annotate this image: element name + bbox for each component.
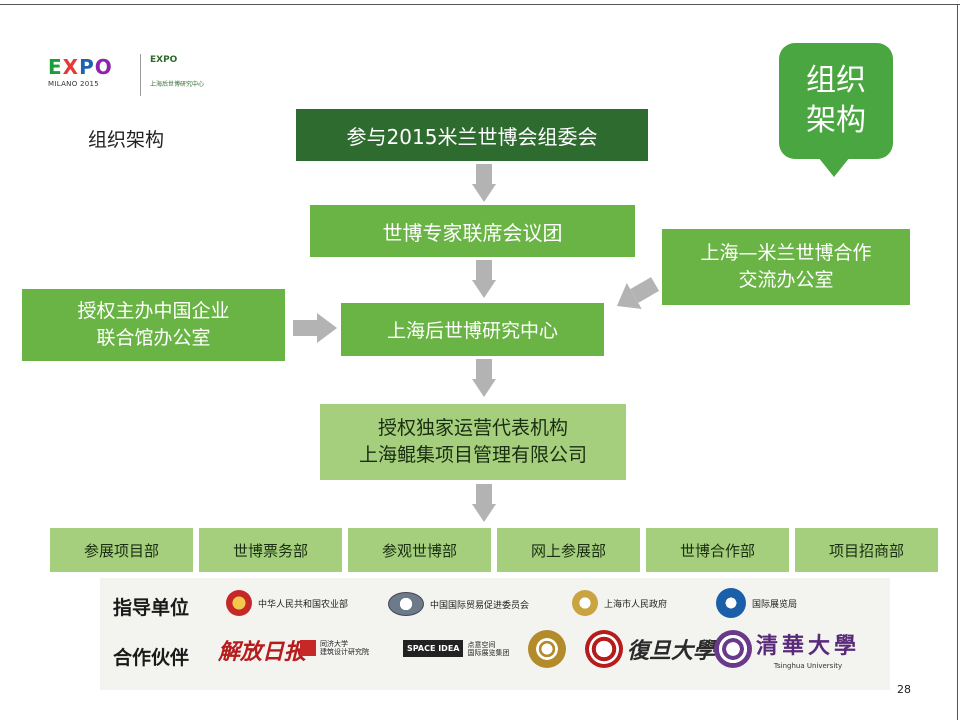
ccpit-emblem-icon — [388, 592, 424, 616]
arrow-diagonal — [609, 271, 662, 319]
org-bie: 国际展览局 — [716, 588, 797, 618]
arrow-down-3 — [472, 359, 496, 397]
arrow-down-2 — [472, 260, 496, 298]
partner-jiefang: 解放日报 — [218, 634, 306, 666]
dept-visiting: 参观世博部 — [348, 528, 491, 572]
box-china-pavilion-office: 授权主办中国企业 联合馆办公室 — [22, 289, 285, 361]
university-seal-icon — [528, 630, 566, 668]
expo-letter-o: O — [94, 55, 112, 79]
tsinghua-sub-text: Tsinghua University — [773, 662, 843, 670]
box-research-center: 上海后世博研究中心 — [341, 303, 604, 356]
partner-tongji: 同济大学 建筑设计研究院 — [300, 640, 369, 656]
org-bie-name: 国际展览局 — [752, 599, 798, 610]
department-row: 参展项目部 世博票务部 参观世博部 网上参展部 世博合作部 项目招商部 — [50, 528, 938, 572]
guidance-label: 指导单位 — [113, 597, 190, 619]
expo-milano-caption: MILANO 2015 — [48, 80, 100, 88]
jiefang-logo-text: 解放日报 — [218, 639, 307, 665]
tsinghua-logo-text: 清華大學 — [756, 633, 861, 659]
dept-online: 网上参展部 — [497, 528, 640, 572]
org-agriculture: 中华人民共和国农业部 — [226, 590, 348, 616]
space-idea-sub-text: 点意空间 国际展览集团 — [467, 640, 510, 657]
dept-ticketing: 世博票务部 — [199, 528, 342, 572]
space-idea-logo-text: SPACE IDEA — [403, 640, 464, 657]
expo-letter-p: P — [79, 55, 94, 79]
dept-investment: 项目招商部 — [795, 528, 938, 572]
org-shanghai-gov: 上海市人民政府 — [572, 590, 667, 616]
org-shanghai-gov-name: 上海市人民政府 — [604, 599, 668, 610]
partner-fudan: 復旦大學 — [585, 630, 715, 668]
arrow-down-4 — [472, 484, 496, 522]
page-number: 28 — [897, 683, 911, 696]
expo-letter-x: X — [62, 55, 79, 79]
dept-exhibition: 参展项目部 — [50, 528, 193, 572]
bie-emblem-icon — [716, 588, 746, 618]
expo-milano-logo: E X P O MILANO 2015 — [48, 56, 128, 96]
box-operator: 授权独家运营代表机构 上海鲲集项目管理有限公司 — [320, 404, 626, 480]
section-badge-tail — [818, 157, 850, 177]
frame-top-line — [0, 4, 960, 5]
frame-right-line — [957, 4, 958, 720]
partner-seal-gold — [528, 630, 566, 668]
fudan-logo-text: 復旦大學 — [627, 638, 716, 664]
arrow-down-1 — [472, 164, 496, 202]
page-heading: 组织架构 — [88, 129, 165, 151]
expo-letter-e: E — [48, 55, 62, 79]
tongji-logo-icon — [300, 640, 316, 656]
org-ccpit: 中国国际贸易促进委员会 — [388, 592, 529, 616]
partner-space-idea: SPACE IDEA 点意空间 国际展览集团 — [403, 640, 509, 657]
post-expo-caption: 上海后世博研究中心 — [150, 81, 205, 88]
national-emblem-icon — [226, 590, 252, 616]
logo-divider — [140, 54, 141, 96]
tongji-logo-text: 同济大学 建筑设计研究院 — [320, 640, 369, 656]
post-expo-mark: EXPO — [150, 55, 178, 65]
org-ccpit-name: 中国国际贸易促进委员会 — [430, 600, 530, 611]
fudan-seal-icon — [585, 630, 623, 668]
org-agriculture-name: 中华人民共和国农业部 — [258, 599, 349, 610]
dept-cooperation: 世博合作部 — [646, 528, 789, 572]
tsinghua-seal-icon — [714, 630, 752, 668]
partner-tsinghua: 清華大學 Tsinghua University — [714, 628, 860, 670]
box-shanghai-milan-office: 上海—米兰世博合作 交流办公室 — [662, 229, 910, 305]
section-badge: 组织 架构 — [779, 43, 893, 159]
post-expo-center-logo: EXPO 上海后世博研究中心 — [150, 55, 210, 95]
box-expert-council: 世博专家联席会议团 — [310, 205, 635, 257]
box-organizing-committee: 参与2015米兰世博会组委会 — [296, 109, 648, 161]
shanghai-emblem-icon — [572, 590, 598, 616]
arrow-right — [293, 313, 337, 343]
partners-label: 合作伙伴 — [113, 647, 190, 669]
